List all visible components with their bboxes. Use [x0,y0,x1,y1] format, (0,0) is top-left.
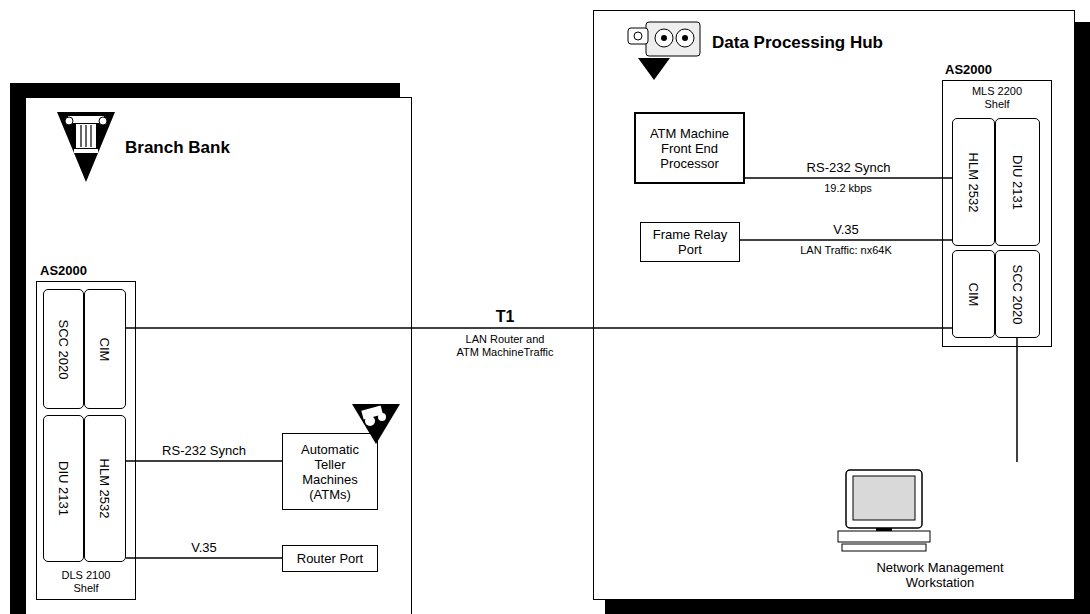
connector-line [126,460,282,462]
line-label: V.35 [833,223,859,238]
shelf-label: MLS 2200 Shelf [967,85,1027,111]
workstation-name: Network Management Workstation [865,560,1015,590]
equipment-shelf: AS2000MLS 2200 ShelfHLM 2532DIU 2131CIMS… [942,80,1052,347]
site-panel: Branch BankAS2000DLS 2100 Shelf SCC 2020 C… [25,97,412,614]
card-module: HLM 2532 [952,118,995,246]
device-box: Automatic Teller Machines (ATMs) [282,433,378,510]
line-label: RS-232 Synch [162,444,246,459]
panel-fill [25,97,412,614]
workstation: Network Management Workstation [840,462,1040,590]
tape-drive-icon [628,22,700,80]
panel-title: Branch Bank [125,138,230,158]
shelf-label: DLS 2100 Shelf [56,569,116,595]
line-label: V.35 [191,541,217,556]
module-name: SCC 2020 [56,319,71,379]
card-module: DIU 2131 [43,415,84,562]
line-label: T1 [496,308,515,326]
site-panel: Data Processing HubAS2000MLS 2200 ShelfH… [593,10,1075,600]
atm-money-icon [352,404,400,444]
device-box: ATM Machine Front End Processor [634,112,745,184]
module-name: DIU 2131 [56,461,71,516]
card-module: DIU 2131 [995,118,1040,246]
device-name: Frame Relay Port [647,227,733,257]
module-name: HLM 2532 [98,459,113,519]
note-text: LAN Router and ATM MachineTraffic [454,333,556,359]
device-name: Router Port [297,551,363,566]
device-name: Automatic Teller Machines (ATMs) [289,442,371,502]
note-text: LAN Traffic: nx64K [800,244,892,257]
card-module: SCC 2020 [43,289,84,409]
panel-title: Data Processing Hub [712,33,883,53]
connector-line [740,239,952,241]
panel-fill [593,10,1075,600]
connector-line [126,327,952,329]
card-module: CIM [84,289,126,409]
computer-icon [838,470,930,551]
connector-line [126,557,282,559]
shelf-heading: AS2000 [945,62,992,77]
module-name: SCC 2020 [1010,264,1025,324]
bank-column-icon [57,112,115,182]
card-module: SCC 2020 [995,250,1040,338]
equipment-shelf: AS2000DLS 2100 ShelfSCC 2020CIMDIU 2131H… [36,281,136,600]
device-box: Frame Relay Port [640,222,740,262]
connector-line [1016,338,1018,462]
module-name: DIU 2131 [1010,155,1025,210]
module-name: CIM [966,282,981,306]
module-name: CIM [98,337,113,361]
connector-line [745,177,952,179]
shelf-heading: AS2000 [40,263,87,278]
device-box: Router Port [282,545,378,572]
line-label: RS-232 Synch [807,161,891,176]
note-text: 19.2 kbps [824,182,872,195]
card-module: CIM [952,250,995,338]
device-name: ATM Machine Front End Processor [642,126,737,171]
card-module: HLM 2532 [84,415,126,562]
module-name: HLM 2532 [966,152,981,212]
